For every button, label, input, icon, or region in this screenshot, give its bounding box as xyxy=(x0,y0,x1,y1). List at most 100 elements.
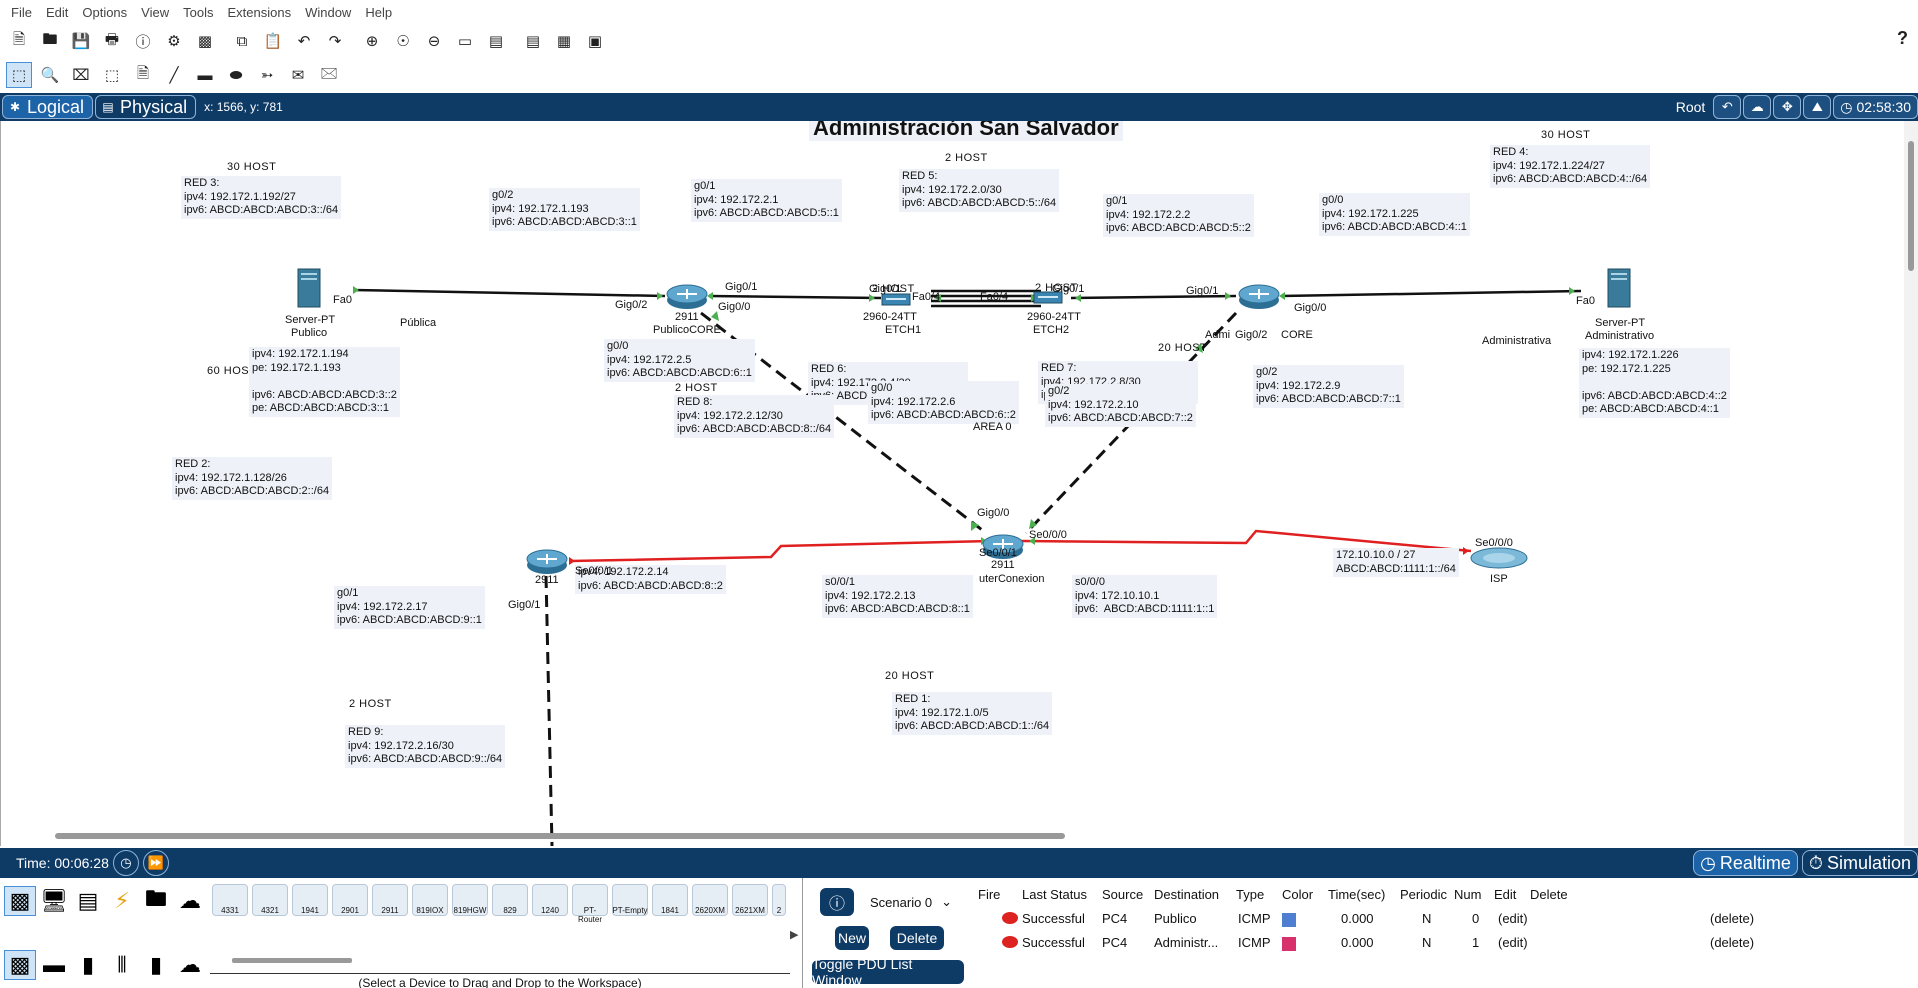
menu-options[interactable]: Options xyxy=(82,4,128,20)
network-info-icon[interactable]: ⚙ xyxy=(167,33,181,50)
set-background-icon[interactable]: ⛰ xyxy=(1803,95,1832,119)
interface-note[interactable]: g0/1 ipv4: 192.172.2.2 ipv6: ABCD:ABCD:A… xyxy=(1103,194,1254,237)
zoom-reset-icon[interactable]: ☉ xyxy=(396,33,410,50)
zoom-in-icon[interactable]: ⊕ xyxy=(365,33,379,50)
subnet-note-red1[interactable]: RED 1: ipv4: 192.172.1.0/5 ipv6: ABCD:AB… xyxy=(892,692,1053,735)
interface-note[interactable]: g0/0 ipv4: 192.172.2.6 ipv6: ABCD:ABCD:A… xyxy=(868,381,1019,424)
zoom-out-icon[interactable]: ⊖ xyxy=(427,33,441,50)
subnet-note-red9[interactable]: RED 9: ipv4: 192.172.2.16/30 ipv6: ABCD:… xyxy=(345,725,506,768)
freeform-tool-icon[interactable]: ➳ xyxy=(260,67,274,84)
delete-scenario-button[interactable]: Delete xyxy=(890,926,944,950)
toggle-pdu-list-button[interactable]: Toggle PDU List Window xyxy=(812,956,964,988)
ellipse-tool-icon[interactable]: ⬬ xyxy=(229,66,243,84)
realtime-mode-button[interactable]: ◷ Realtime xyxy=(1693,850,1798,876)
model-tile[interactable] xyxy=(692,884,728,916)
note-tool-icon[interactable]: 🗎 xyxy=(136,64,150,82)
pdu-list-icon[interactable]: ▤ xyxy=(525,33,541,50)
device-name-label[interactable]: ISP xyxy=(1490,573,1508,585)
interface-note[interactable]: g0/2 ipv4: 192.172.2.9 ipv6: ABCD:ABCD:A… xyxy=(1253,365,1404,408)
pdu-delete-link[interactable]: (delete) xyxy=(1710,911,1755,926)
new-scenario-button[interactable]: New xyxy=(835,926,869,950)
area-label-area0[interactable]: AREA 0 xyxy=(973,421,1012,433)
device-name-label[interactable]: uterConexion xyxy=(979,573,1045,585)
activity-wizard-icon[interactable]: ⓘ xyxy=(135,33,151,51)
model-list-scrollbar[interactable] xyxy=(232,958,352,963)
host-count-label[interactable]: 2 HOST xyxy=(349,698,392,710)
model-tile[interactable] xyxy=(572,884,608,916)
model-tile[interactable] xyxy=(292,884,328,916)
cloud-cluster-icon[interactable]: ☁ xyxy=(1743,95,1772,119)
scenario-select[interactable]: Scenario 0 ⌄ xyxy=(866,891,956,913)
add-simple-pdu-icon[interactable]: ✉ xyxy=(291,67,305,84)
logical-workspace[interactable]: Administración San Salvador 30 HOST 30 H… xyxy=(0,121,1918,846)
device-name-label[interactable]: ETCH1 xyxy=(885,324,922,336)
menu-window[interactable]: Window xyxy=(305,4,352,20)
paste-icon[interactable]: 📋 xyxy=(263,33,283,50)
menu-file[interactable]: File xyxy=(11,4,32,20)
host-count-label[interactable]: 60 HOST xyxy=(207,365,257,377)
model-tile[interactable] xyxy=(332,884,368,916)
wan-emulation-subcategory-icon[interactable]: ☁ xyxy=(179,952,201,977)
menu-tools[interactable]: Tools xyxy=(183,4,214,20)
model-tile[interactable] xyxy=(372,884,408,916)
routers-subcategory-icon[interactable]: ▩ xyxy=(4,950,36,980)
model-tile[interactable] xyxy=(612,884,648,916)
model-tile[interactable] xyxy=(492,884,528,916)
subnet-note-red2[interactable]: RED 2: ipv4: 192.172.1.128/26 ipv6: ABCD… xyxy=(172,457,333,500)
interface-note[interactable]: g0/2 ipv4: 192.172.1.193 ipv6: ABCD:ABCD… xyxy=(489,188,640,231)
interface-note[interactable]: s0/0/0 ipv4: 172.10.10.1 ipv6: ABCD:ABCD… xyxy=(1072,575,1218,618)
save-icon[interactable]: 💾 xyxy=(71,33,91,50)
subnet-note-red4[interactable]: RED 4: ipv4: 192.172.1.224/27 ipv6: ABCD… xyxy=(1490,145,1651,188)
interface-note[interactable]: ipv4: 192.172.2.14 ipv6: ABCD:ABCD:ABCD:… xyxy=(575,565,726,594)
interface-note[interactable]: g0/2 ipv4: 192.172.2.10 ipv6: ABCD:ABCD:… xyxy=(1045,384,1196,427)
custom-devices-dialog-icon[interactable]: ▤ xyxy=(488,33,504,50)
device-name-label[interactable]: PublicoCORE xyxy=(653,324,721,336)
help-button[interactable]: ? xyxy=(1897,28,1908,48)
subnet-note-red8[interactable]: RED 8: ipv4: 192.172.2.12/30 ipv6: ABCD:… xyxy=(674,395,835,438)
collapse-arrow-icon[interactable]: ▶ xyxy=(790,929,799,941)
physical-tab[interactable]: ▤ Physical xyxy=(95,95,197,119)
power-cycle-icon[interactable]: ◷ xyxy=(112,850,139,876)
device-name-label[interactable]: Administrativo xyxy=(1585,330,1655,342)
menu-extensions[interactable]: Extensions xyxy=(227,4,292,20)
security-subcategory-icon[interactable]: ▮ xyxy=(149,952,163,977)
area-label-publica[interactable]: Pública xyxy=(400,317,437,329)
logical-tab[interactable]: ✱ Logical xyxy=(2,95,94,119)
host-count-label[interactable]: 2 HOST xyxy=(675,382,718,394)
pdu-edit-link[interactable]: (edit) xyxy=(1498,911,1528,926)
model-tile[interactable] xyxy=(532,884,568,916)
open-folder-icon[interactable]: 🖿 xyxy=(42,30,58,48)
drawing-palette-icon[interactable]: ▭ xyxy=(457,33,473,50)
end-devices-category-icon[interactable]: 🖥 xyxy=(40,888,68,913)
subnet-note-red3[interactable]: RED 3: ipv4: 192.172.1.192/27 ipv6: ABCD… xyxy=(181,176,342,219)
viewport-clock[interactable]: ◷ 02:58:30 xyxy=(1833,95,1918,119)
host-count-label[interactable]: 2 HOST xyxy=(945,152,988,164)
redo-icon[interactable]: ↷ xyxy=(328,33,342,50)
delete-tool-icon[interactable]: ⌧ xyxy=(72,67,90,84)
network-devices-category-icon[interactable]: ▩ xyxy=(4,886,36,916)
menu-edit[interactable]: Edit xyxy=(45,4,69,20)
server-publico-config[interactable]: ipv4: 192.172.1.194 pe: 192.172.1.193 ip… xyxy=(249,347,400,417)
components-category-icon[interactable]: ▤ xyxy=(77,888,99,913)
back-icon[interactable]: ↶ xyxy=(1713,95,1742,119)
pdu-delete-link[interactable]: (delete) xyxy=(1710,935,1755,950)
host-count-label[interactable]: 20 HOST xyxy=(1158,342,1208,354)
copy-icon[interactable]: ⧉ xyxy=(236,32,248,50)
horizontal-scrollbar[interactable] xyxy=(55,833,1065,839)
model-tile[interactable] xyxy=(412,884,448,916)
menu-view[interactable]: View xyxy=(141,4,170,20)
custom-device-icon[interactable]: ▩ xyxy=(197,33,213,50)
device-name-label[interactable]: Publico xyxy=(291,327,328,339)
interface-note[interactable]: g0/1 ipv4: 192.172.2.1 ipv6: ABCD:ABCD:A… xyxy=(691,179,842,222)
line-tool-icon[interactable]: ╱ xyxy=(169,67,179,84)
miscellaneous-category-icon[interactable]: 🖿 xyxy=(144,886,167,911)
inspect-tool-icon[interactable]: 🔍 xyxy=(40,67,60,84)
pdu-row[interactable]: Successful PC4 Administr... ICMP 0.000 N… xyxy=(972,932,1918,954)
wireless-subcategory-icon[interactable]: ⦀ xyxy=(117,952,127,977)
fire-icon[interactable] xyxy=(1002,936,1018,948)
device-template-icon[interactable]: ▦ xyxy=(556,33,572,50)
fire-icon[interactable] xyxy=(1002,912,1018,924)
host-count-label[interactable]: 30 HOST xyxy=(227,161,277,173)
area-label-administrativa[interactable]: Administrativa xyxy=(1482,335,1552,347)
host-count-label[interactable]: 2 HOST xyxy=(1035,282,1078,294)
